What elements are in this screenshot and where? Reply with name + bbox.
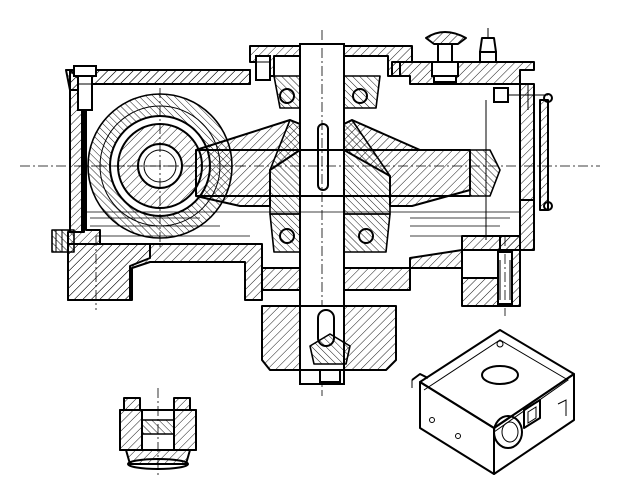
housing-top-lid	[83, 69, 251, 85]
oil-gauge	[493, 84, 553, 211]
lower-bearing	[269, 213, 391, 253]
bevel-gear-pair	[195, 119, 471, 215]
hex-bolt	[73, 65, 97, 111]
breather-knob	[425, 31, 467, 83]
oil-level-lines	[86, 211, 520, 237]
isometric-view-housing	[411, 329, 575, 475]
right-pinion	[469, 149, 501, 197]
cap-bolt-left	[255, 55, 271, 81]
sectional-view-gearbox	[20, 28, 600, 396]
lower-seal-flange	[261, 267, 411, 291]
housing-right-wall	[391, 61, 549, 307]
drain-plug	[51, 229, 75, 253]
coupling-hub	[261, 305, 397, 383]
upper-bearing	[273, 75, 381, 109]
vent-plug	[479, 28, 497, 63]
detail-section-small-bearing	[119, 388, 197, 476]
